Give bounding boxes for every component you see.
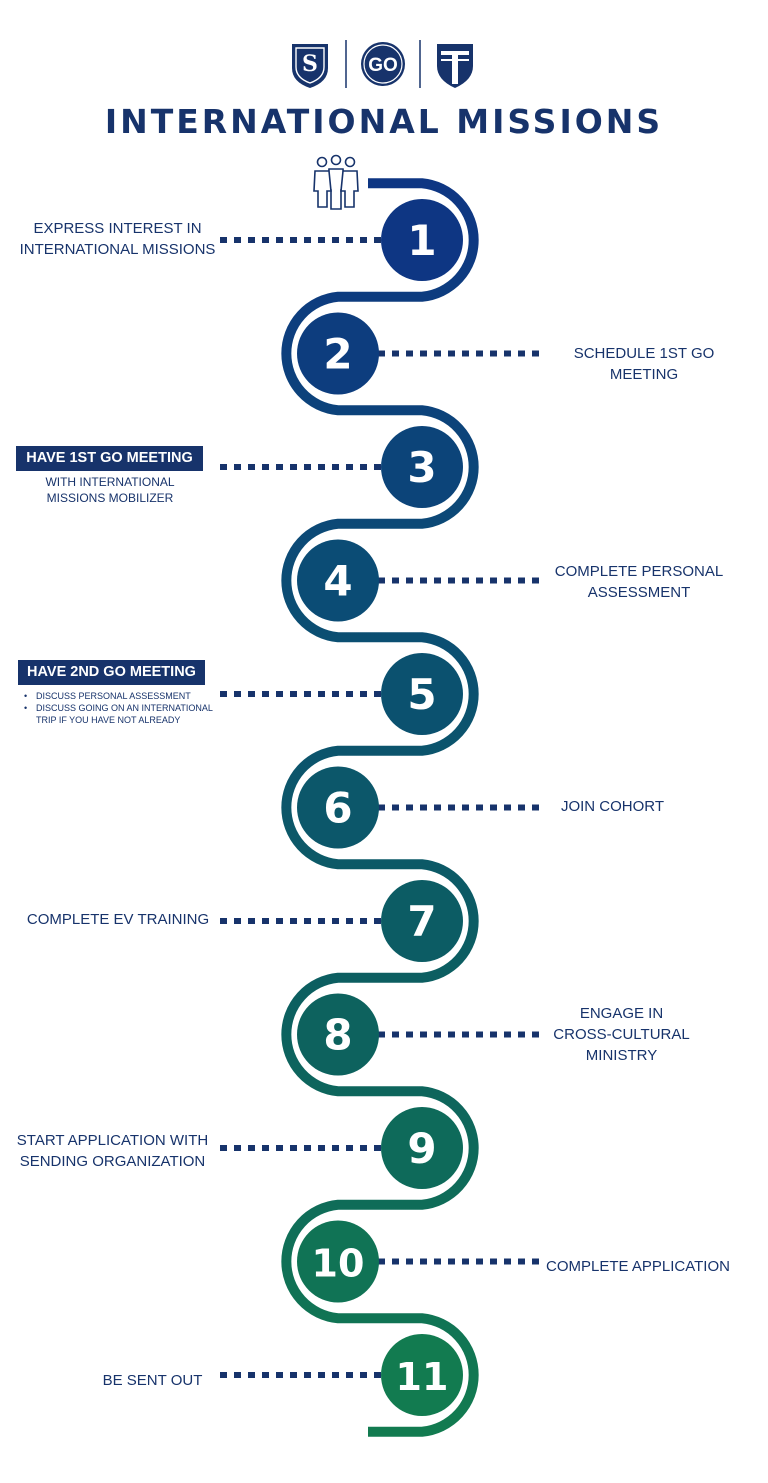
step-3-marker: 3 <box>381 426 463 508</box>
cross-shield-logo-icon <box>437 44 473 88</box>
step-8-marker: 8 <box>297 993 379 1076</box>
step-2-number: 2 <box>323 330 352 379</box>
step-4-label-line: COMPLETE PERSONAL <box>554 563 724 580</box>
step-5-circle <box>381 653 463 735</box>
step-5-bullet-list: DISCUSS PERSONAL ASSESSMENT DISCUSS GOIN… <box>22 690 222 726</box>
shield-s-logo-icon: S <box>292 44 328 88</box>
step-3-label-line: MISSIONS MOBILIZER <box>46 491 174 505</box>
step-7-label-line: COMPLETE EV TRAINING <box>26 911 210 928</box>
step-4-marker: 4 <box>297 539 379 622</box>
step-1-label: EXPRESS INTEREST IN INTERNATIONAL MISSIO… <box>10 218 225 260</box>
step-8-number: 8 <box>323 1011 352 1060</box>
step-5-bullet: DISCUSS GOING ON AN INTERNATIONAL <box>22 702 222 714</box>
step-5-box-title: HAVE 2ND GO MEETING <box>18 660 205 685</box>
step-4-label-line: ASSESSMENT <box>587 584 691 601</box>
step-2-marker: 2 <box>297 312 379 395</box>
step-6-circle <box>297 766 379 849</box>
step-8-label-line: CROSS-CULTURAL <box>553 1026 690 1043</box>
step-2-label-line: SCHEDULE 1ST GO MEETING <box>573 345 715 383</box>
people-icon <box>313 154 359 210</box>
svg-text:S: S <box>302 51 318 77</box>
step-1-marker: 1 <box>381 199 463 281</box>
step-7-marker: 7 <box>381 880 463 962</box>
step-11-marker: 11 <box>381 1334 463 1416</box>
step-3-circle <box>381 426 463 508</box>
step-10-circle <box>297 1220 379 1303</box>
step-1-circle <box>381 199 463 281</box>
step-4-number: 4 <box>323 557 352 606</box>
step-3-label-line: WITH INTERNATIONAL <box>45 475 175 489</box>
step-3-number: 3 <box>407 443 436 492</box>
step-circles: 1 2 3 4 5 6 7 8 9 10 11 <box>297 199 463 1416</box>
step-7-circle <box>381 880 463 962</box>
step-9-marker: 9 <box>381 1107 463 1189</box>
step-8-label-line: ENGAGE IN <box>579 1005 664 1022</box>
step-2-label: SCHEDULE 1ST GO MEETING <box>538 343 750 385</box>
step-10-label: COMPLETE APPLICATION <box>540 1256 736 1277</box>
go-circle-logo-icon: GO <box>361 42 405 86</box>
winding-path <box>281 178 479 1437</box>
step-1-label-line: EXPRESS INTEREST IN <box>33 220 202 237</box>
step-3-label: WITH INTERNATIONAL MISSIONS MOBILIZER <box>10 474 210 506</box>
step-10-label-line: COMPLETE APPLICATION <box>546 1258 730 1275</box>
step-9-circle <box>381 1107 463 1189</box>
step-4-circle <box>297 539 379 622</box>
step-5-bullet: DISCUSS PERSONAL ASSESSMENT <box>22 690 222 702</box>
step-6-label: JOIN COHORT <box>535 796 690 817</box>
step-7-number: 7 <box>407 897 436 946</box>
step-4-label: COMPLETE PERSONAL ASSESSMENT <box>535 561 743 603</box>
step-6-marker: 6 <box>297 766 379 849</box>
step-6-label-line: JOIN COHORT <box>560 798 665 815</box>
step-11-label: BE SENT OUT <box>90 1370 215 1391</box>
step-8-label-line: MINISTRY <box>585 1047 658 1064</box>
step-7-label: COMPLETE EV TRAINING <box>18 909 218 930</box>
step-5-bullet-continuation: TRIP IF YOU HAVE NOT ALREADY <box>36 715 181 725</box>
step-11-number: 11 <box>396 1355 449 1399</box>
page-title: INTERNATIONAL MISSIONS <box>104 102 664 141</box>
step-10-marker: 10 <box>297 1220 379 1303</box>
step-9-number: 9 <box>407 1124 436 1173</box>
step-6-number: 6 <box>323 784 352 833</box>
go-logo-text: GO <box>368 55 398 76</box>
step-11-circle <box>381 1334 463 1416</box>
step-1-label-line: INTERNATIONAL MISSIONS <box>19 241 216 258</box>
step-9-label-line: SENDING ORGANIZATION <box>19 1153 206 1170</box>
step-3-box-title: HAVE 1ST GO MEETING <box>16 446 203 471</box>
step-8-circle <box>297 993 379 1076</box>
logo-bar: S GO <box>292 40 473 88</box>
step-11-label-line: BE SENT OUT <box>102 1372 203 1389</box>
step-9-label: START APPLICATION WITH SENDING ORGANIZAT… <box>10 1130 215 1172</box>
step-1-number: 1 <box>407 216 436 265</box>
step-5-marker: 5 <box>381 653 463 735</box>
step-5-number: 5 <box>407 670 436 719</box>
step-8-label: ENGAGE IN CROSS-CULTURAL MINISTRY <box>535 1003 708 1066</box>
step-10-number: 10 <box>312 1242 365 1286</box>
step-9-label-line: START APPLICATION WITH <box>16 1132 209 1149</box>
step-2-circle <box>297 312 379 395</box>
